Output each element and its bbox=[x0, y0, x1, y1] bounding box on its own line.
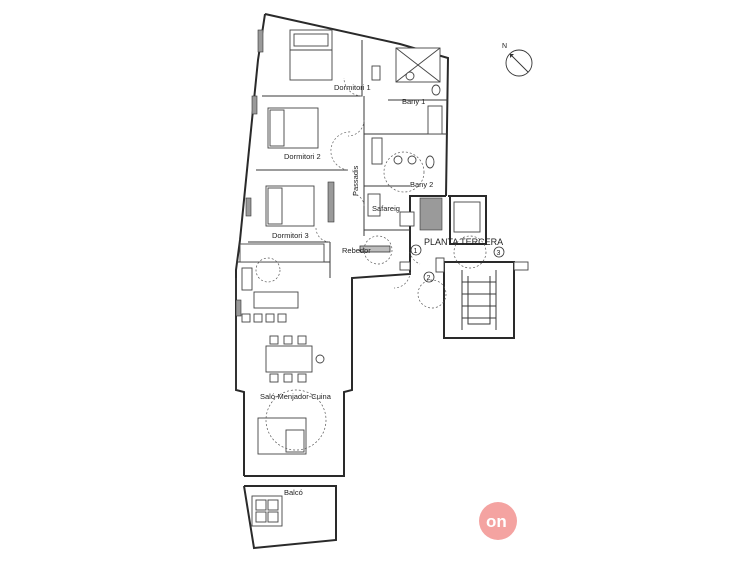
room-label-salo: Saló-Menjador-Cuina bbox=[260, 392, 332, 401]
door-swings bbox=[347, 119, 411, 289]
room-label-bany-2: Bany 2 bbox=[410, 180, 433, 189]
dormitori-1-furniture bbox=[289, 29, 381, 97]
room-label-passadis: Passadis bbox=[351, 165, 360, 196]
room-label-safareig: Safareig bbox=[372, 204, 400, 213]
marker-2-number: 2 bbox=[427, 275, 431, 282]
safareig-fixtures bbox=[367, 193, 443, 231]
dormitori-2-furniture bbox=[267, 107, 353, 171]
marker-3-number: 3 bbox=[497, 250, 501, 257]
room-label-dormitori-3: Dormitori 3 bbox=[272, 231, 309, 240]
room-label-balco: Balcó bbox=[284, 488, 303, 497]
marker-3: 3 bbox=[493, 246, 505, 258]
salo-menjador-cuina-furniture bbox=[239, 243, 327, 455]
marker-1-number: 1 bbox=[414, 248, 418, 255]
balco-area bbox=[243, 485, 337, 550]
compass-letter: N bbox=[502, 43, 507, 50]
rebedor-area bbox=[359, 235, 421, 265]
room-label-rebedor: Rebedor bbox=[342, 246, 371, 255]
stair-core bbox=[399, 195, 529, 339]
dormitori-3-furniture bbox=[265, 181, 335, 243]
bany-2-fixtures bbox=[371, 137, 435, 193]
marker-1: 1 bbox=[410, 244, 422, 256]
brand-logo: on bbox=[479, 502, 517, 540]
room-label-dormitori-2: Dormitori 2 bbox=[284, 152, 321, 161]
room-label-dormitori-1: Dormitori 1 bbox=[334, 83, 371, 92]
floor-title: PLANTA TERCERA bbox=[424, 237, 503, 247]
north-compass: N bbox=[502, 43, 533, 77]
bany-1-fixtures bbox=[395, 47, 443, 135]
room-label-bany-1: Bany 1 bbox=[402, 97, 425, 106]
marker-2: 2 bbox=[423, 271, 435, 283]
logo-text: on bbox=[486, 512, 507, 531]
